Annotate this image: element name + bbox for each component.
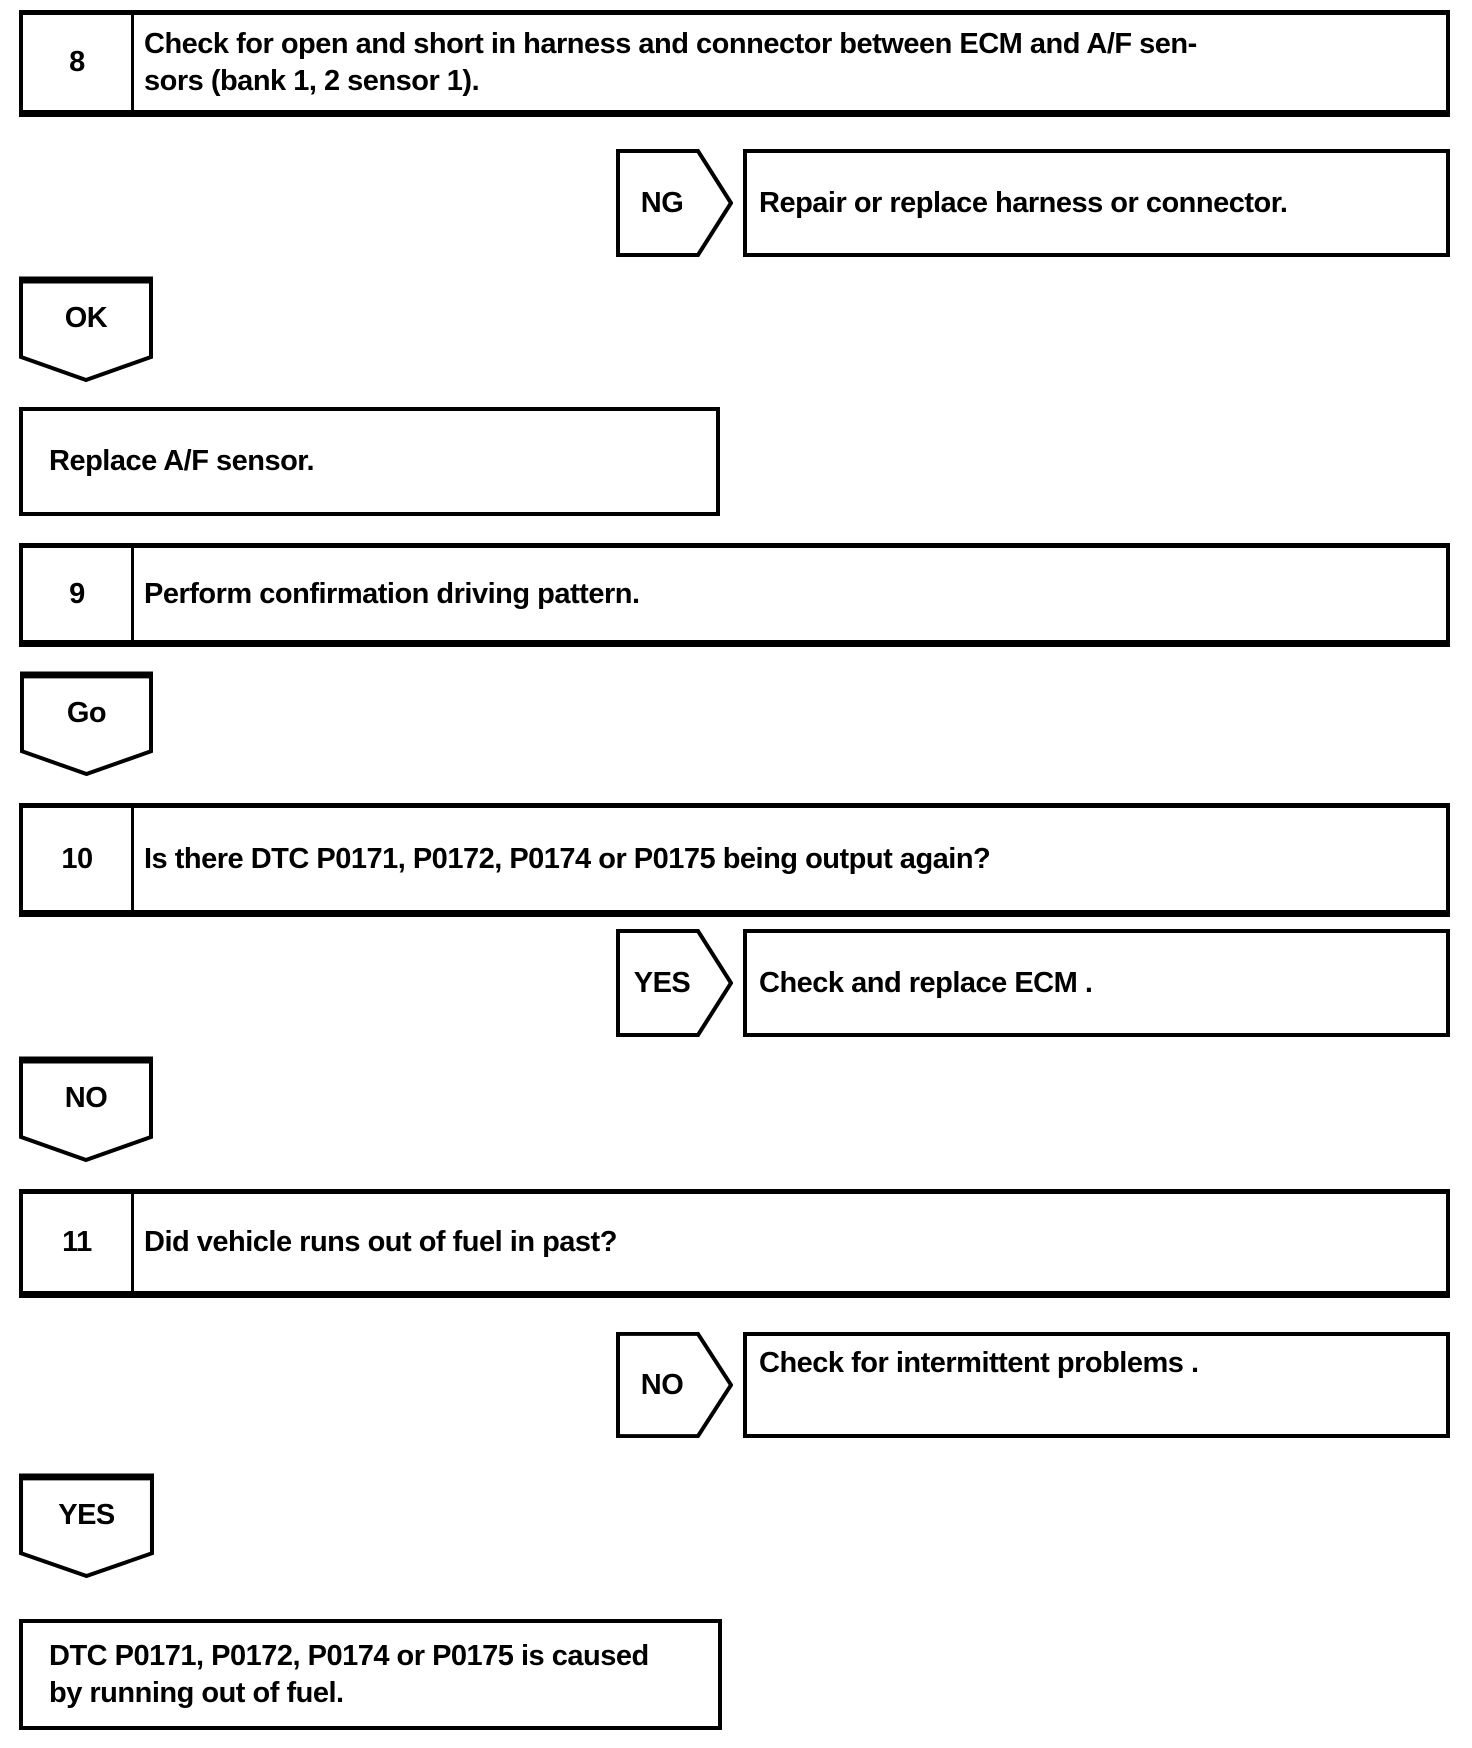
go-connector-label: Go — [66, 697, 107, 729]
ng-connector-label: NG — [640, 186, 684, 219]
down-arrow-pentagon-icon — [19, 1056, 153, 1163]
step-11-number: 11 — [23, 1194, 134, 1291]
no-down-connector: NO — [19, 1056, 153, 1163]
step-8-box: 8 Check for open and short in harness an… — [19, 10, 1450, 117]
ng-result-box: Repair or replace harness or connector. — [743, 149, 1450, 257]
step-11-box: 11 Did vehicle runs out of fuel in past? — [19, 1189, 1450, 1298]
step-10-box: 10 Is there DTC P0171, P0172, P0174 or P… — [19, 803, 1450, 917]
ng-result-text: Repair or replace harness or connector. — [759, 186, 1288, 219]
down-arrow-pentagon-icon — [19, 276, 153, 383]
replace-af-sensor-text: Replace A/F sensor. — [49, 445, 315, 477]
step-11-text: Did vehicle runs out of fuel in past? — [144, 1226, 617, 1258]
go-connector: Go — [20, 671, 153, 777]
replace-af-sensor-box: Replace A/F sensor. — [19, 407, 720, 516]
conclusion-line-2: by running out of fuel. — [49, 1676, 344, 1709]
down-arrow-pentagon-icon — [19, 1473, 154, 1579]
right-arrow-pentagon-icon — [616, 929, 733, 1037]
conclusion-line-1: DTC P0171, P0172, P0174 or P0175 is caus… — [49, 1639, 649, 1672]
ok-connector: OK — [19, 276, 153, 383]
ng-connector: NG — [616, 149, 733, 257]
right-arrow-pentagon-icon — [616, 1332, 733, 1438]
yes-connector: YES — [616, 929, 733, 1037]
step-10-number: 10 — [23, 808, 134, 910]
no-down-connector-label: NO — [64, 1082, 108, 1114]
right-arrow-pentagon-icon — [616, 149, 733, 257]
step-8-number: 8 — [23, 15, 134, 110]
yes-down-connector-label: YES — [58, 1499, 115, 1531]
step-8-line-1: Check for open and short in harness and … — [144, 27, 1197, 60]
yes-connector-label: YES — [633, 966, 691, 999]
step-9-text: Perform confirmation driving pattern. — [144, 577, 640, 610]
yes-result-text: Check and replace ECM . — [759, 966, 1093, 999]
step-9-number: 9 — [23, 548, 134, 640]
step-9-box: 9 Perform confirmation driving pattern. — [19, 543, 1450, 647]
step-8-line-2: sors (bank 1, 2 sensor 1). — [144, 64, 480, 97]
no-result-box: Check for intermittent problems . — [743, 1332, 1450, 1438]
yes-down-connector: YES — [19, 1473, 154, 1579]
yes-result-box: Check and replace ECM . — [743, 929, 1450, 1037]
conclusion-box: DTC P0171, P0172, P0174 or P0175 is caus… — [19, 1619, 722, 1730]
down-arrow-pentagon-icon — [20, 671, 153, 777]
ok-connector-label: OK — [64, 302, 108, 334]
no-result-text: Check for intermittent problems . — [759, 1347, 1199, 1379]
no-connector: NO — [616, 1332, 733, 1438]
step-10-text: Is there DTC P0171, P0172, P0174 or P017… — [144, 842, 991, 875]
no-connector-label: NO — [640, 1368, 684, 1401]
conclusion-text: DTC P0171, P0172, P0174 or P0175 is caus… — [23, 1638, 657, 1712]
step-8-text: Check for open and short in harness and … — [134, 26, 1205, 100]
